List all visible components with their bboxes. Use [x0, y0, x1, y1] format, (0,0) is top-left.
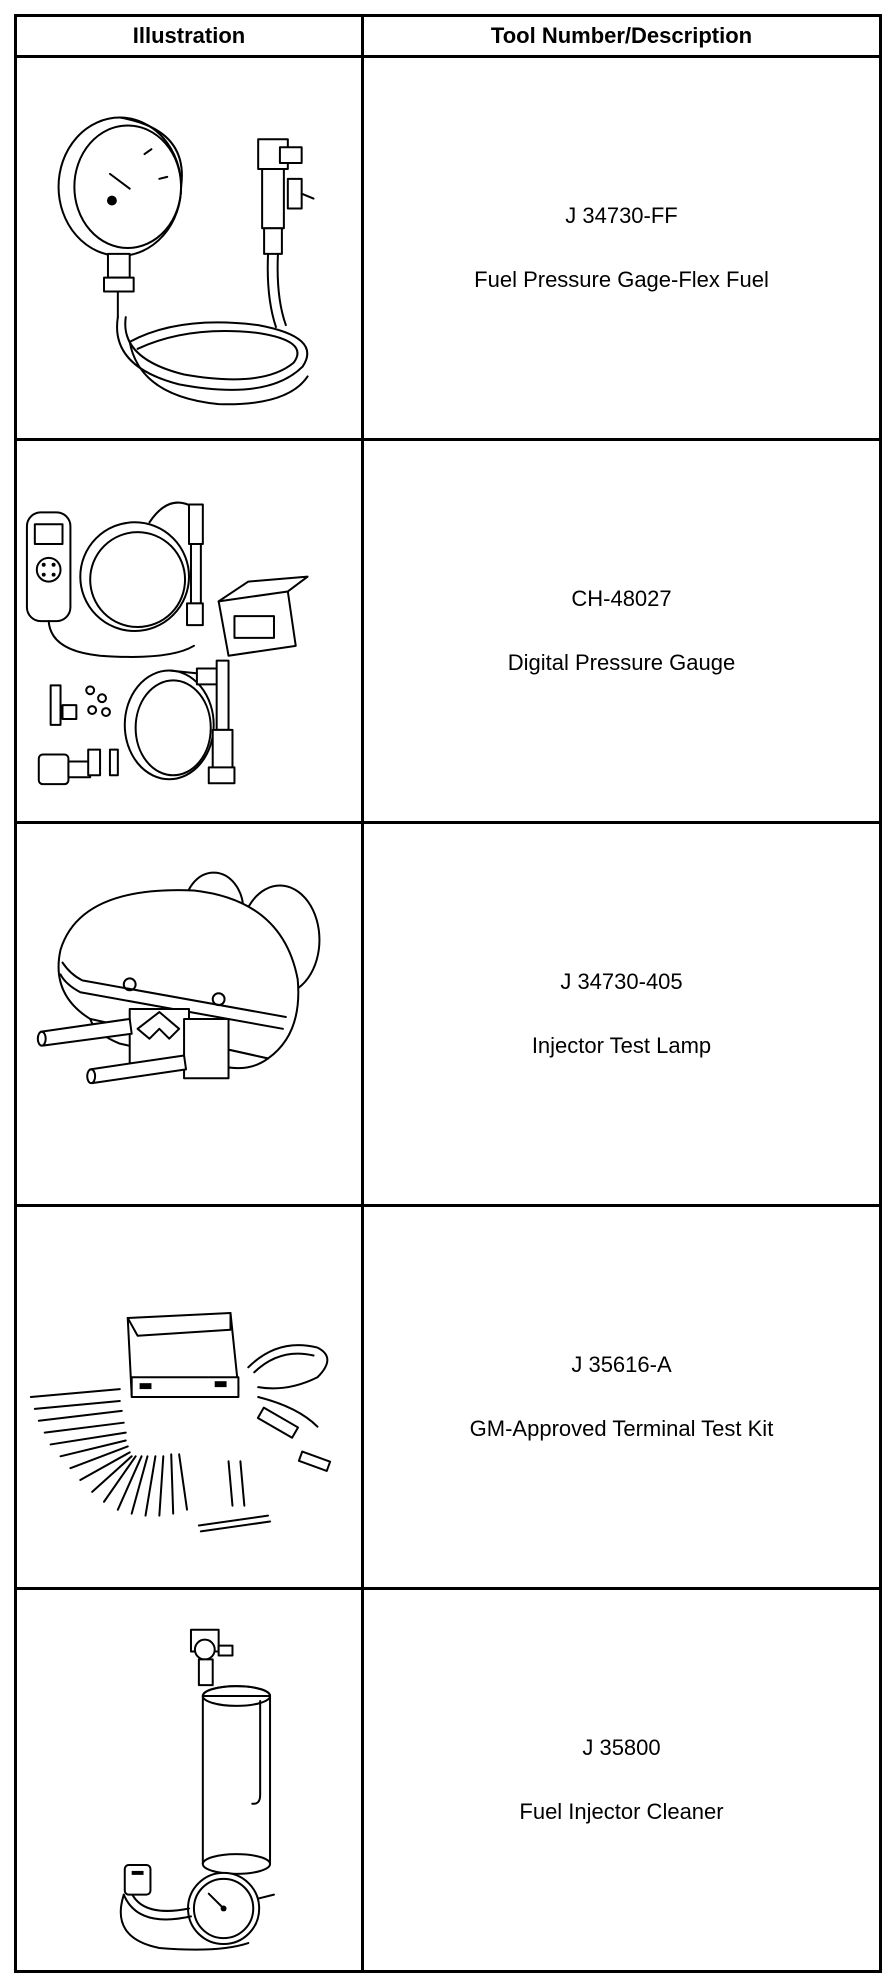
table-row: CH-48027 Digital Pressure Gauge: [14, 438, 882, 824]
tool-number: J 34730-405: [560, 969, 683, 994]
tool-info-cell: J 34730-FF Fuel Pressure Gage-Flex Fuel: [361, 55, 882, 441]
tool-description: Digital Pressure Gauge: [507, 650, 736, 675]
table-row: J 34730-405 Injector Test Lamp: [14, 821, 882, 1207]
illustration-cell: [14, 1204, 364, 1590]
terminal-test-kit-illustration: [21, 1217, 357, 1577]
digital-pressure-gauge-illustration: [21, 451, 357, 811]
illustration-cell: [14, 55, 364, 441]
fuel-injector-cleaner-illustration: [21, 1600, 357, 1960]
table-row: J 35616-A GM-Approved Terminal Test Kit: [14, 1204, 882, 1590]
tool-number: J 34730-FF: [565, 203, 678, 228]
tool-number: J 35616-A: [571, 1352, 672, 1377]
illustration-cell: [14, 1587, 364, 1973]
tool-number: J 35800: [582, 1735, 661, 1760]
header-illustration: Illustration: [14, 14, 364, 58]
illustration-cell: [14, 438, 364, 824]
illustration-cell: [14, 821, 364, 1207]
tool-number: CH-48027: [571, 586, 672, 611]
table-row: J 34730-FF Fuel Pressure Gage-Flex Fuel: [14, 55, 882, 441]
header-tool-number-description: Tool Number/Description: [361, 14, 882, 58]
tool-description: Fuel Injector Cleaner: [519, 1799, 724, 1824]
injector-test-lamp-illustration: [21, 834, 357, 1194]
tool-description: Injector Test Lamp: [531, 1033, 712, 1058]
tool-info-cell: J 35800 Fuel Injector Cleaner: [361, 1587, 882, 1973]
tool-info-cell: J 35616-A GM-Approved Terminal Test Kit: [361, 1204, 882, 1590]
tool-description: GM-Approved Terminal Test Kit: [469, 1416, 774, 1441]
tool-info-cell: CH-48027 Digital Pressure Gauge: [361, 438, 882, 824]
tool-info-cell: J 34730-405 Injector Test Lamp: [361, 821, 882, 1207]
tool-table: Illustration Tool Number/Description: [14, 14, 882, 1973]
table-header-row: Illustration Tool Number/Description: [14, 14, 882, 58]
fuel-pressure-gage-illustration: [21, 68, 357, 428]
tool-description: Fuel Pressure Gage-Flex Fuel: [474, 267, 769, 292]
table-row: J 35800 Fuel Injector Cleaner: [14, 1587, 882, 1973]
